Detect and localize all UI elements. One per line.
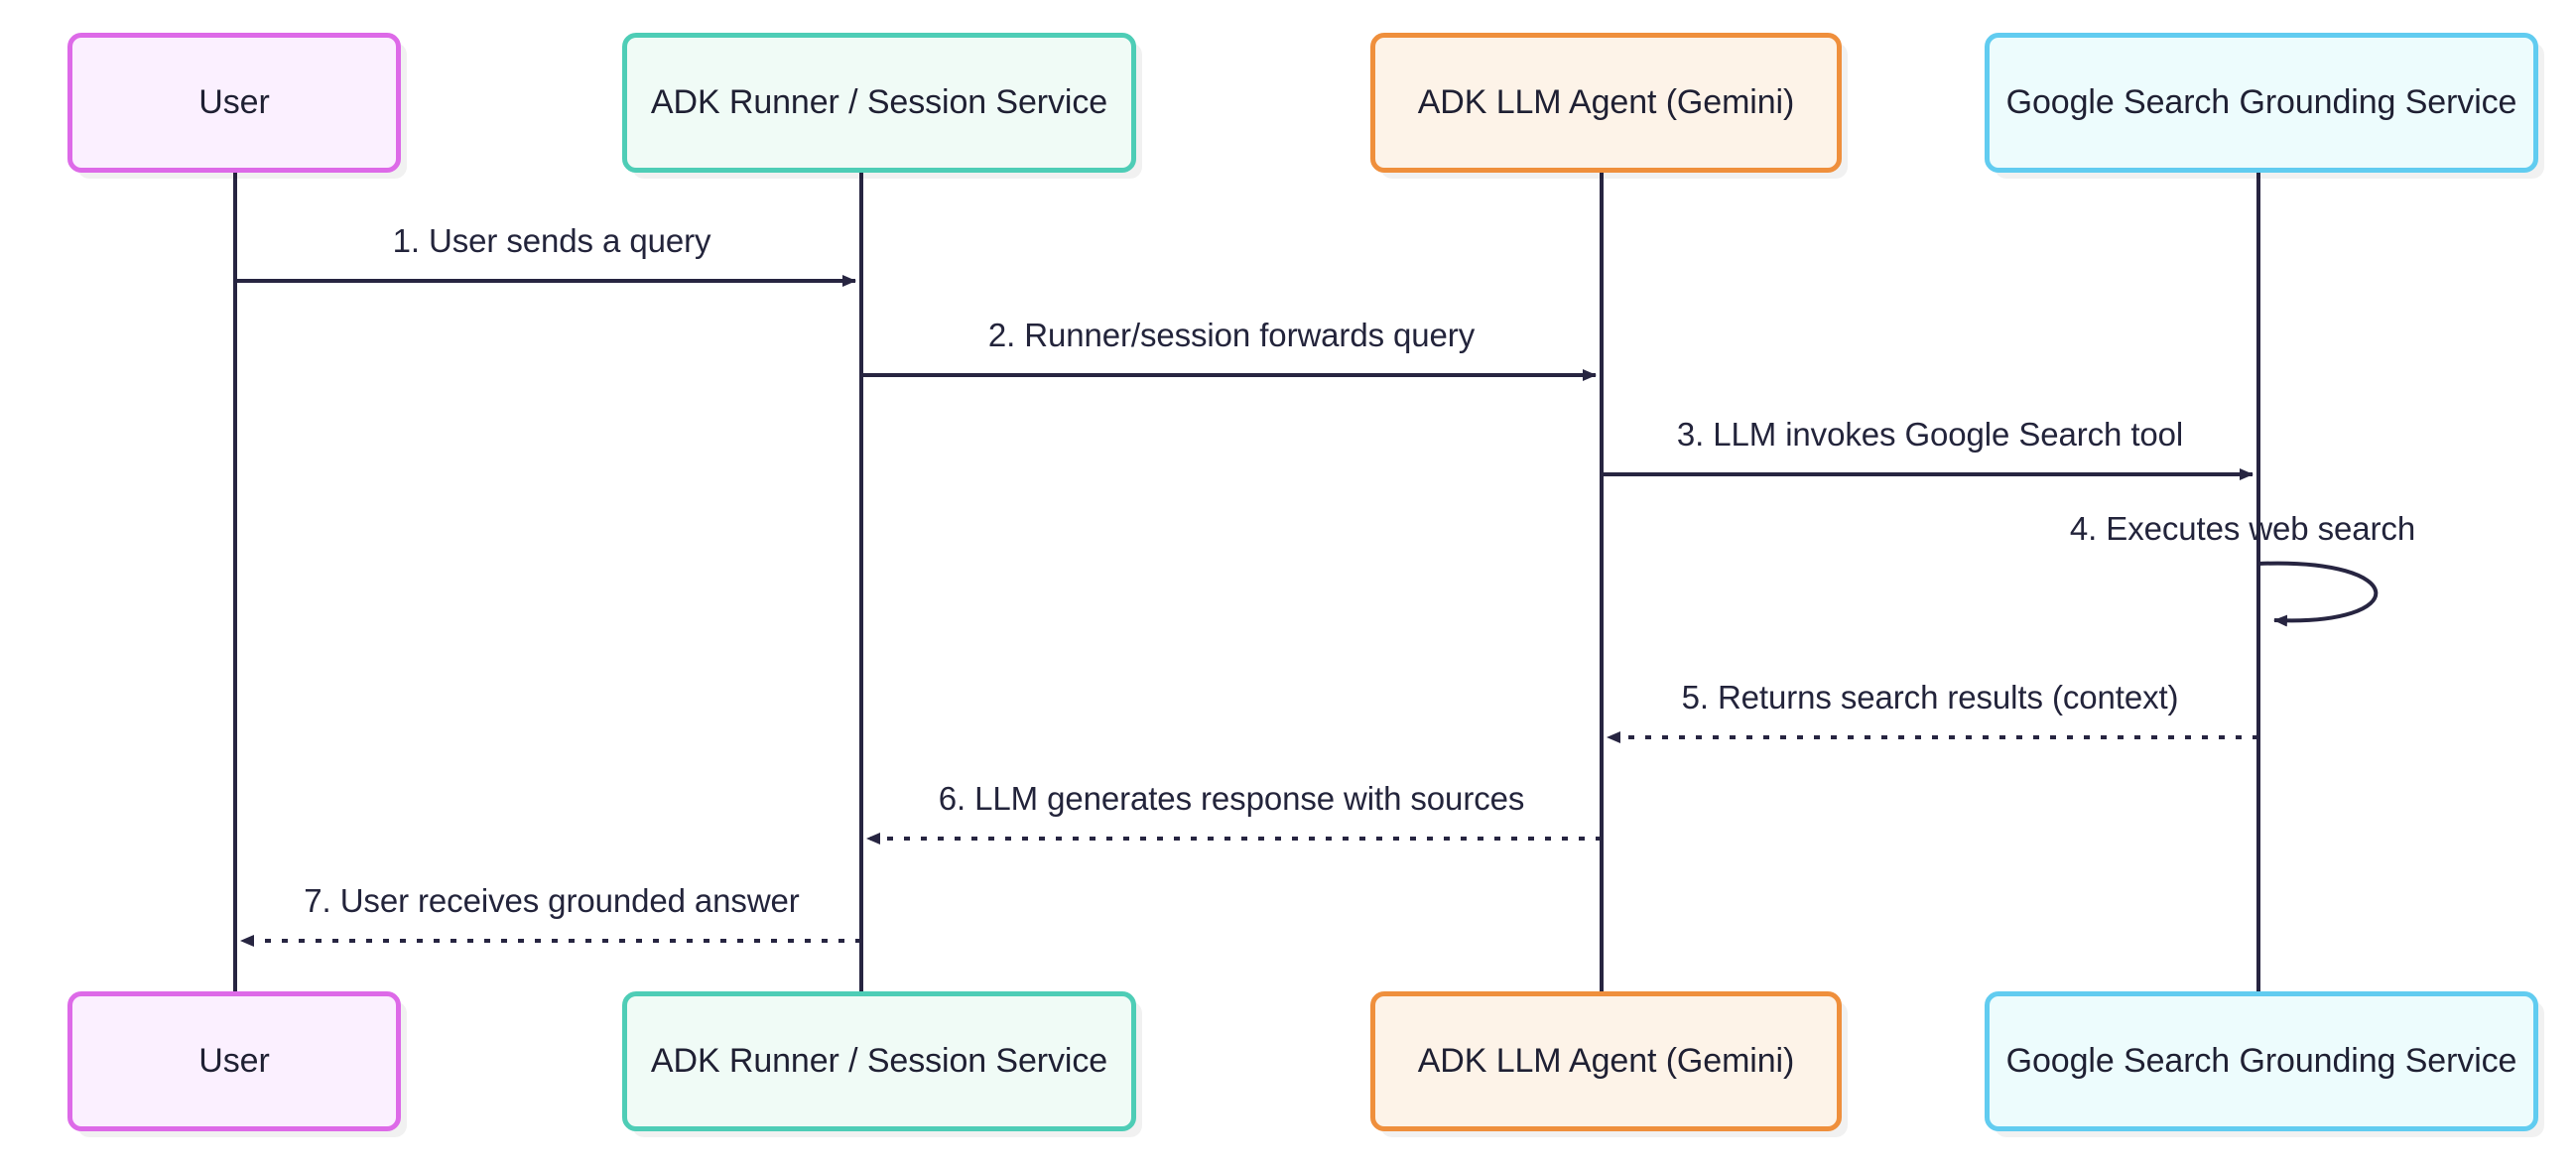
participant-box-search[interactable]: Google Search Grounding Service	[1985, 33, 2538, 173]
message-label-2: 2. Runner/session forwards query	[987, 317, 1476, 353]
message-arrow-4	[2257, 561, 2379, 627]
participant-box-agent[interactable]: ADK LLM Agent (Gemini)	[1370, 33, 1842, 173]
participant-label-search: Google Search Grounding Service	[2005, 82, 2517, 121]
participant-label-runner: ADK Runner / Session Service	[650, 1041, 1108, 1080]
message-label-6: 6. LLM generates response with sources	[938, 780, 1525, 817]
participant-box-search[interactable]: Google Search Grounding Service	[1985, 991, 2538, 1131]
participant-box-agent[interactable]: ADK LLM Agent (Gemini)	[1370, 991, 1842, 1131]
participant-box-user[interactable]: User	[67, 33, 401, 173]
message-label-5: 5. Returns search results (context)	[1681, 679, 2179, 716]
message-label-7: 7. User receives grounded answer	[304, 882, 800, 919]
participant-box-user[interactable]: User	[67, 991, 401, 1131]
message-label-1: 1. User sends a query	[392, 222, 711, 259]
participant-box-runner[interactable]: ADK Runner / Session Service	[622, 991, 1136, 1131]
message-label-4: 4. Executes web search	[2069, 510, 2416, 547]
participant-label-search: Google Search Grounding Service	[2005, 1041, 2517, 1080]
participant-label-user: User	[198, 82, 270, 121]
message-label-3: 3. LLM invokes Google Search tool	[1676, 416, 2184, 453]
participant-label-runner: ADK Runner / Session Service	[650, 82, 1108, 121]
message-arrows-group	[235, 275, 2379, 947]
participant-label-user: User	[198, 1041, 270, 1080]
participant-label-agent: ADK LLM Agent (Gemini)	[1417, 82, 1795, 121]
participant-label-agent: ADK LLM Agent (Gemini)	[1417, 1041, 1795, 1080]
participant-box-runner[interactable]: ADK Runner / Session Service	[622, 33, 1136, 173]
lifelines-group	[233, 173, 2260, 991]
